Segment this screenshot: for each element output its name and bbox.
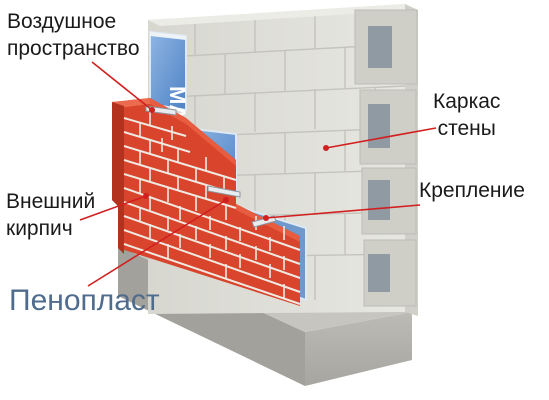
- label-air-gap: Воздушное пространство: [7, 8, 140, 62]
- leader-dots: [143, 107, 329, 221]
- leader-wall-frame: [325, 127, 437, 149]
- leader-fastener: [265, 204, 421, 219]
- label-wall-frame-line-2: стены: [437, 117, 496, 140]
- label-wall-frame: Каркас стены: [433, 88, 500, 142]
- label-fastener: Крепление: [419, 179, 525, 202]
- label-outer-brick-line-2: кирпич: [6, 217, 73, 240]
- label-wall-frame-line-1: Каркас: [433, 90, 501, 113]
- outer-brick-veneer: [112, 98, 301, 306]
- leader-lines: [79, 61, 437, 287]
- leader-outer-brick: [79, 195, 147, 221]
- leader-foam: [87, 199, 227, 287]
- label-foam: Пенопласт: [9, 284, 160, 317]
- label-outer-brick-line-1: Внешний: [6, 190, 96, 213]
- leader-air-gap: [91, 61, 153, 111]
- label-outer-brick: Внешний кирпич: [6, 188, 95, 242]
- label-air-gap-line-1: Воздушное: [7, 10, 117, 33]
- label-air-gap-line-2: пространство: [7, 37, 140, 60]
